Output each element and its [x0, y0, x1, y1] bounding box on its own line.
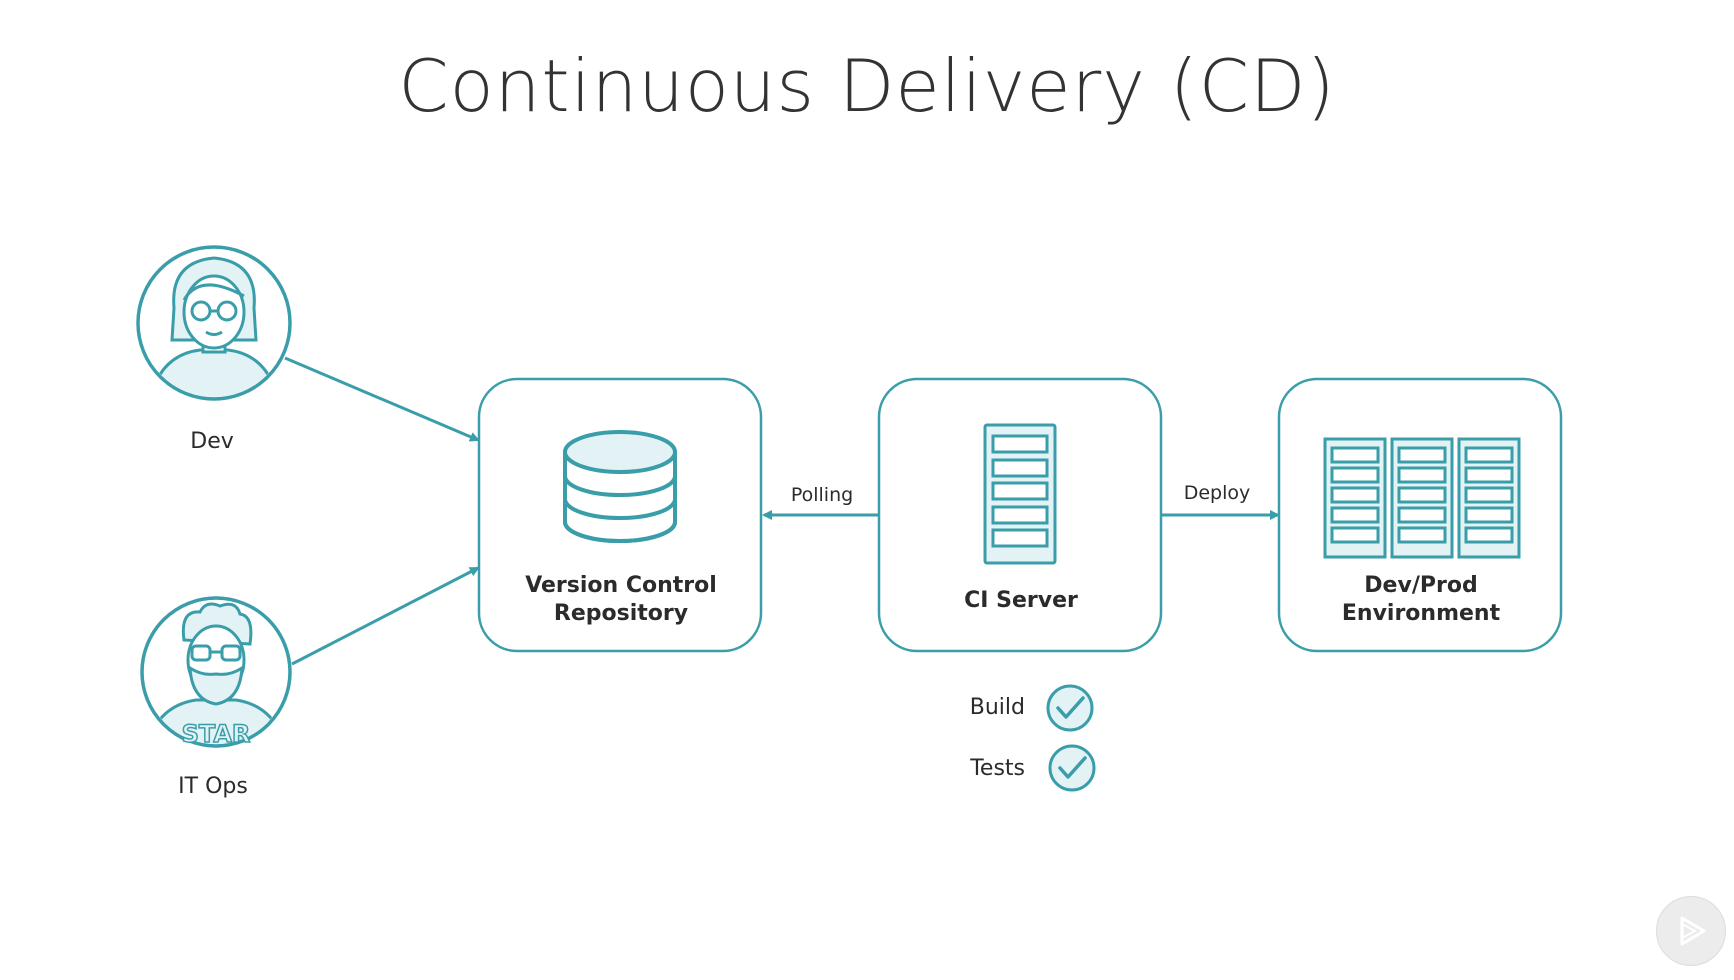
- it-ops-avatar-icon: STAR: [140, 596, 292, 749]
- edge-dev-to-repo: [284, 356, 480, 442]
- it-ops-label: IT Ops: [178, 774, 248, 799]
- database-icon: [563, 430, 677, 543]
- version-control-label-line-2: Repository: [553, 601, 689, 626]
- tests-label: Tests: [970, 756, 1025, 781]
- play-button[interactable]: [1656, 896, 1726, 966]
- dev-prod-label-line-1: Dev/Prod: [1364, 573, 1478, 598]
- dev-label: Dev: [190, 429, 234, 454]
- developer-avatar-icon: [136, 245, 292, 401]
- build-check-icon: [1046, 684, 1094, 732]
- deploy-label: Deploy: [1183, 482, 1251, 504]
- ci-server-label: CI Server: [881, 587, 1161, 615]
- ci-server-label-line-1: CI Server: [964, 588, 1078, 613]
- it-ops-badge: STAR: [182, 720, 251, 748]
- dev-prod-environment-label: Dev/Prod Environment: [1281, 572, 1561, 628]
- server-rack-icon: [983, 423, 1057, 565]
- version-control-label: Version Control Repository: [481, 572, 761, 628]
- server-cluster-icon: [1323, 437, 1521, 559]
- dev-prod-label-line-2: Environment: [1341, 601, 1501, 626]
- build-label: Build: [969, 695, 1025, 720]
- edge-itops-to-repo: [291, 566, 480, 666]
- page-title: Continuous Delivery (CD): [398, 44, 1336, 128]
- tests-check-icon: [1048, 744, 1096, 792]
- play-icon: [1680, 916, 1706, 946]
- version-control-label-line-1: Version Control: [525, 573, 717, 598]
- polling-label: Polling: [790, 484, 854, 506]
